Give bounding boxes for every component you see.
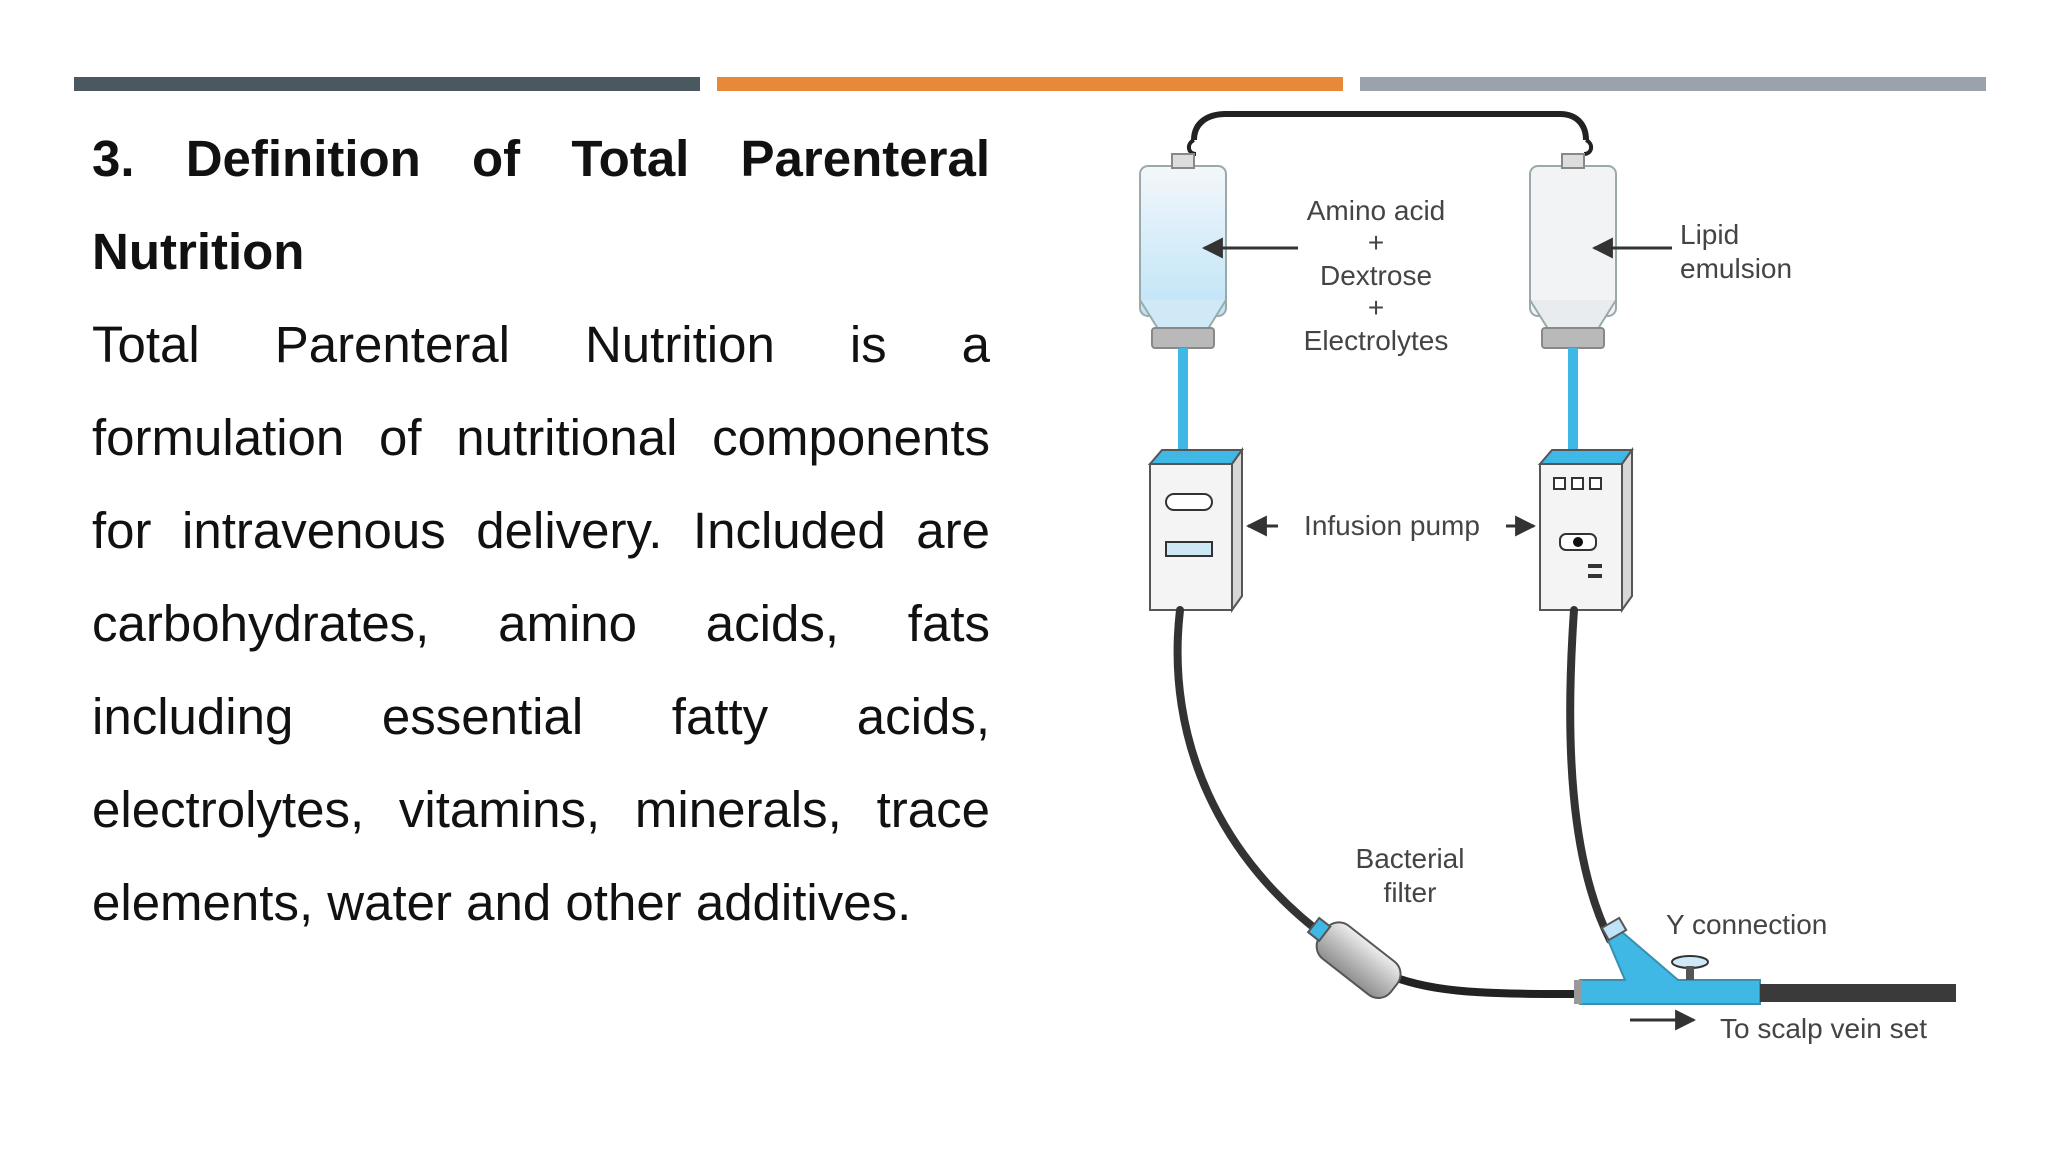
label-y-connection: Y connection <box>1666 909 1827 940</box>
label-infusion-pump: Infusion pump <box>1304 510 1480 541</box>
infusion-pump-left <box>1147 446 1244 614</box>
tube-left <box>1173 606 1334 944</box>
label-plus-2: + <box>1368 292 1384 323</box>
tpn-diagram: Amino acid + Dextrose + Electrolytes Lip… <box>1110 100 1970 1070</box>
lipid-emulsion-bottle <box>1529 153 1617 349</box>
fluid-line-left <box>1178 348 1188 466</box>
label-electrolytes: Electrolytes <box>1304 325 1449 356</box>
accent-bar-dark <box>74 77 700 91</box>
label-amino-acid: Amino acid <box>1307 195 1446 226</box>
bacterial-filter <box>1306 916 1402 999</box>
label-emulsion: emulsion <box>1680 253 1792 284</box>
tube-right <box>1566 606 1614 944</box>
hanger-bar <box>1191 111 1589 141</box>
amino-acid-bottle <box>1139 153 1227 349</box>
tube-filter-to-y <box>1376 968 1580 998</box>
label-lipid: Lipid <box>1680 219 1739 250</box>
slide-heading: 3. Definition of Total Parenteral Nutrit… <box>92 130 990 280</box>
hook-left-icon <box>1187 138 1197 156</box>
slide-body: Total Parenteral Nutrition is a formulat… <box>92 316 990 931</box>
fluid-line-right <box>1568 348 1578 466</box>
infusion-pump-right <box>1537 446 1634 614</box>
y-connection <box>1574 916 1761 1005</box>
label-bacterial: Bacterial <box>1356 843 1465 874</box>
hook-right-icon <box>1583 138 1593 156</box>
label-dextrose: Dextrose <box>1320 260 1432 291</box>
text-content: 3. Definition of Total Parenteral Nutrit… <box>92 112 990 949</box>
tpn-diagram-svg: Amino acid + Dextrose + Electrolytes Lip… <box>1139 111 1956 1044</box>
accent-bar-orange <box>717 77 1343 91</box>
scalp-vein-tube <box>1760 984 1956 1002</box>
label-scalp-vein: To scalp vein set <box>1720 1013 1927 1044</box>
accent-bar-gray <box>1360 77 1986 91</box>
label-filter: filter <box>1384 877 1437 908</box>
label-plus-1: + <box>1368 227 1384 258</box>
